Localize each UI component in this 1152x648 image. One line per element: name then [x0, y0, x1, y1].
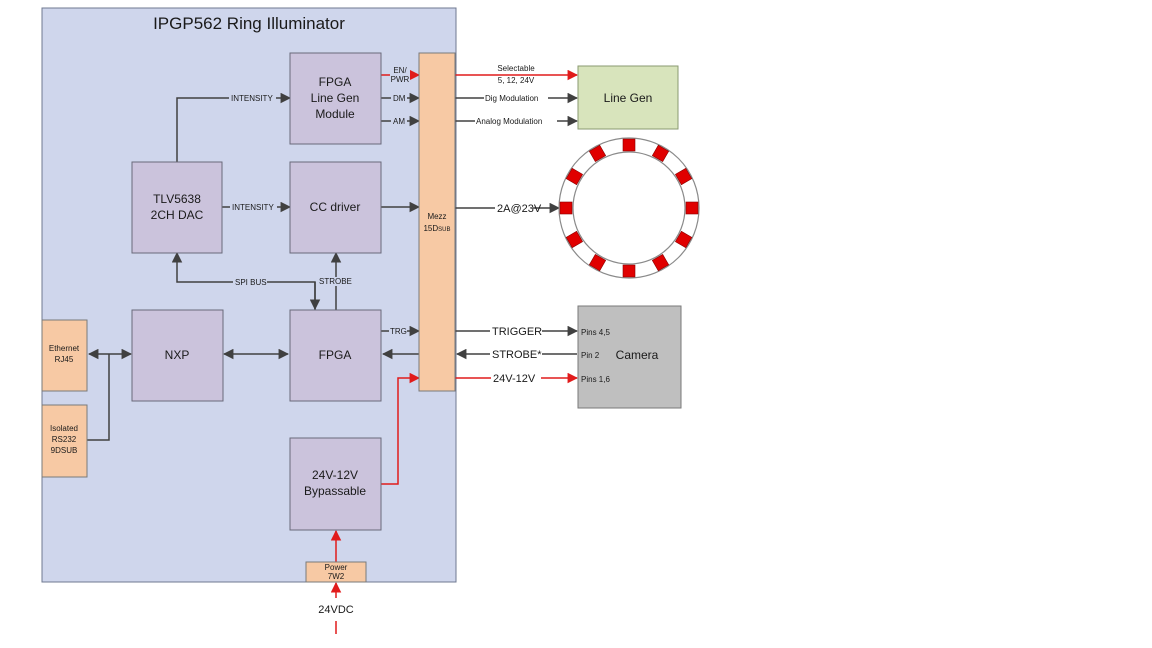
intensity-mid-label: INTENSITY — [232, 203, 274, 212]
fpga-line-gen-label-2: Line Gen — [311, 91, 360, 105]
dac-block: TLV5638 2CH DAC — [131, 161, 223, 254]
board-background — [41, 7, 457, 583]
pins-45-label: Pins 4,5 — [581, 328, 610, 337]
led-11 — [565, 167, 584, 186]
nxp-block: NXP — [131, 309, 224, 402]
strobe-internal-label: STROBE — [319, 277, 352, 286]
led-7 — [622, 264, 636, 278]
mezz-label-2: 15D — [423, 224, 438, 233]
camera-label: Camera — [616, 348, 659, 362]
input-voltage-label: 24VDC — [318, 604, 354, 616]
led-6 — [651, 253, 670, 272]
fpga-line-gen-block: FPGA Line Gen Module — [289, 52, 382, 145]
rs232-connector: Isolated RS232 9DSUB — [41, 404, 88, 478]
ethernet-label-1: Ethernet — [49, 344, 80, 353]
regulator-to-mezz-wire — [381, 372, 421, 485]
pins-16-label: Pins 1,6 — [581, 375, 610, 384]
regulator-label-2: Bypassable — [304, 484, 366, 498]
trg-label: TRG — [390, 327, 407, 336]
led-ring — [559, 138, 699, 278]
rs232-label-1: Isolated — [50, 424, 78, 433]
dac-label-1: TLV5638 — [153, 192, 201, 206]
spi-bus-label: SPI BUS — [235, 278, 267, 287]
rs232-label-3: 9DSUB — [51, 446, 78, 455]
en-label: EN/ — [393, 66, 407, 75]
ethernet-connector: Ethernet RJ45 — [41, 319, 88, 392]
mezz-label-1: Mezz — [427, 212, 446, 221]
regulator-label-1: 24V-12V — [312, 468, 358, 482]
diagram-title: IPGP562 Ring Illuminator — [153, 14, 345, 33]
regulator-block: 24V-12V Bypassable — [289, 437, 382, 531]
trigger-label: TRIGGER — [492, 326, 542, 338]
fpga-line-gen-label-1: FPGA — [319, 75, 352, 89]
fpga-line-gen-label-3: Module — [315, 107, 355, 121]
power-label-1: Power — [325, 563, 348, 572]
fpga-label: FPGA — [319, 348, 352, 362]
rs232-label-2: RS232 — [52, 435, 77, 444]
ring-current-label: 2A@23V — [497, 203, 542, 215]
cc-driver-label: CC driver — [310, 200, 361, 214]
mezz-label-2-group: 15DSUB — [423, 224, 450, 233]
line-gen-external-block: Line Gen — [577, 65, 679, 130]
fpga-block: FPGA — [289, 309, 382, 402]
power-label-2: 7W2 — [328, 572, 345, 581]
am-label: AM — [393, 117, 405, 126]
dm-label: DM — [393, 94, 406, 103]
led-1 — [622, 138, 636, 152]
mezz-connector: Mezz 15DSUB — [418, 52, 456, 392]
ethernet-label-2: RJ45 — [55, 355, 74, 364]
led-5 — [674, 230, 693, 249]
led-4 — [685, 201, 699, 215]
led-10 — [559, 201, 573, 215]
led-2 — [651, 144, 670, 163]
rs232-nxp-wire — [87, 354, 110, 441]
nxp-label: NXP — [165, 348, 190, 362]
led-8 — [588, 253, 607, 272]
dac-label-2: 2CH DAC — [151, 208, 204, 222]
selectable-label-2: 5, 12, 24V — [498, 76, 535, 85]
line-gen-external-label: Line Gen — [604, 91, 653, 105]
intensity-top-label: INTENSITY — [231, 94, 273, 103]
pwr-label: PWR — [391, 75, 410, 84]
led-12 — [588, 144, 607, 163]
dig-mod-label: Dig Modulation — [485, 94, 538, 103]
led-3 — [674, 167, 693, 186]
mezz-label-3: SUB — [438, 227, 450, 233]
camera-block: Camera Pins 4,5 Pin 2 Pins 1,6 — [577, 305, 682, 409]
pin-2-label: Pin 2 — [581, 351, 600, 360]
cc-driver-block: CC driver — [289, 161, 382, 254]
strobe-star-label: STROBE* — [492, 349, 542, 361]
ring-illuminator — [558, 137, 700, 279]
selectable-label-1: Selectable — [497, 64, 535, 73]
supply-out-label: 24V-12V — [493, 373, 536, 385]
analog-mod-label: Analog Modulation — [476, 117, 542, 126]
led-9 — [565, 230, 584, 249]
power-connector: Power 7W2 — [305, 561, 367, 583]
